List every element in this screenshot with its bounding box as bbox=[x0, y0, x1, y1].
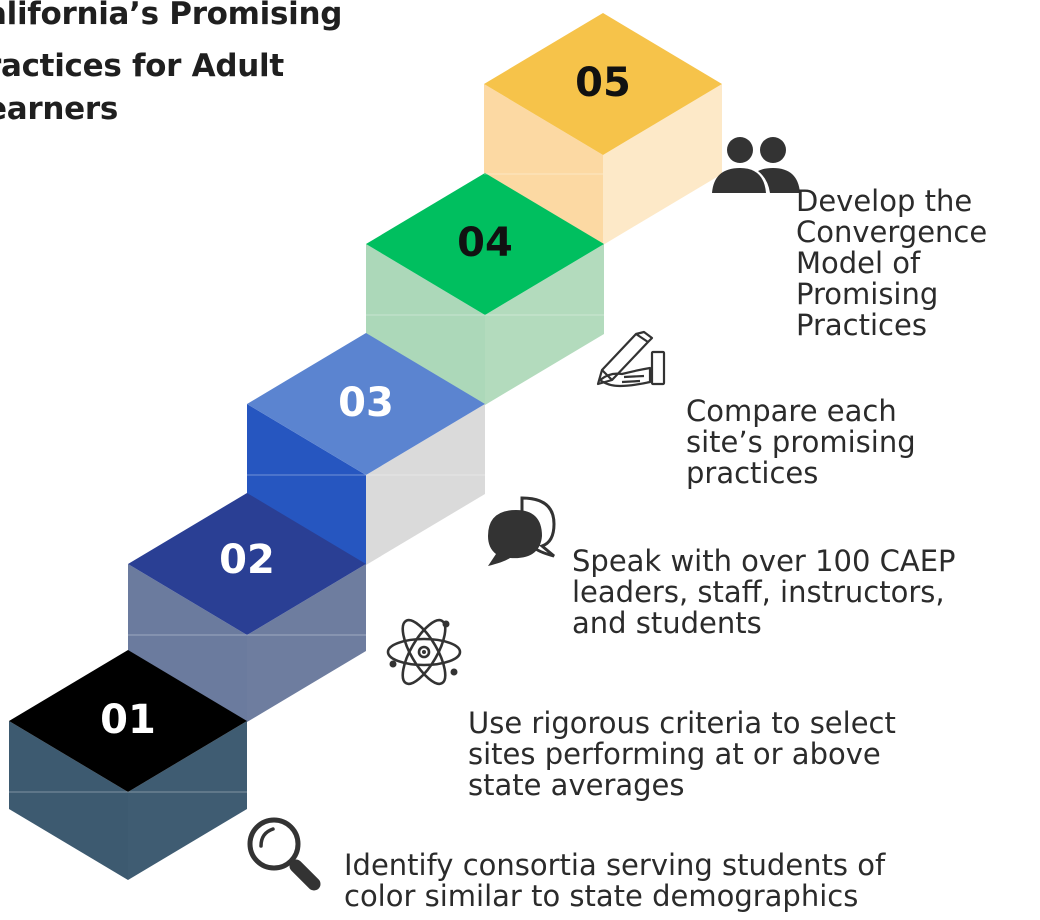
magnifier-icon bbox=[247, 817, 321, 891]
step-block-4 bbox=[366, 173, 604, 405]
step-block-5 bbox=[484, 13, 722, 245]
atom-icon bbox=[386, 618, 462, 686]
step-1-top bbox=[9, 650, 247, 792]
step-number-1: 01 bbox=[100, 697, 156, 743]
step-3-right bbox=[366, 404, 485, 565]
step-4-text-line-2: site’s promising bbox=[686, 425, 916, 459]
step-5-text-line-4: Promising bbox=[796, 277, 939, 311]
step-block-2 bbox=[128, 493, 366, 722]
title-line-3: earners bbox=[0, 91, 118, 127]
step-4-text: Compare each site’s promising practices bbox=[686, 396, 916, 489]
step-2-text-line-3: state averages bbox=[468, 768, 685, 802]
step-1-text-line-2: color similar to state demographics bbox=[344, 879, 859, 913]
chat-bubbles-icon bbox=[488, 496, 556, 566]
step-2-text: Use rigorous criteria to select sites pe… bbox=[468, 708, 896, 801]
step-4-top bbox=[366, 173, 604, 315]
step-number-5: 05 bbox=[575, 60, 631, 106]
hand-writing-icon bbox=[596, 330, 666, 388]
step-1-text: Identify consortia serving students of c… bbox=[344, 850, 885, 912]
title-line-2: ractices for Adult bbox=[0, 48, 284, 84]
step-4-front bbox=[366, 244, 485, 405]
step-3-text-line-2: leaders, staff, instructors, bbox=[572, 575, 945, 609]
step-2-front bbox=[128, 564, 247, 722]
step-number-3: 03 bbox=[338, 380, 394, 426]
step-4-text-line-3: practices bbox=[686, 456, 819, 490]
people-icon bbox=[712, 137, 800, 193]
face-seams bbox=[9, 173, 604, 793]
step-4-right bbox=[485, 244, 604, 405]
step-2-right bbox=[247, 564, 366, 722]
step-block-1 bbox=[9, 650, 247, 880]
step-5-text-line-3: Model of bbox=[796, 246, 921, 280]
step-3-text: Speak with over 100 CAEP leaders, staff,… bbox=[572, 546, 956, 639]
step-5-front bbox=[484, 84, 603, 245]
step-5-top bbox=[484, 13, 722, 155]
step-3-text-line-1: Speak with over 100 CAEP bbox=[572, 544, 956, 578]
step-1-text-line-1: Identify consortia serving students of bbox=[344, 848, 886, 882]
step-5-text: Develop the Convergence Model of Promisi… bbox=[796, 186, 987, 341]
step-3-text-line-3: and students bbox=[572, 606, 762, 640]
step-block-3 bbox=[247, 333, 485, 565]
step-4-text-line-1: Compare each bbox=[686, 394, 897, 428]
step-5-text-line-2: Convergence bbox=[796, 215, 988, 249]
title-line-1: alifornia’s Promising bbox=[0, 0, 343, 32]
step-2-text-line-2: sites performing at or above bbox=[468, 737, 881, 771]
step-3-front bbox=[247, 404, 366, 565]
step-1-front bbox=[9, 721, 128, 880]
step-1-right bbox=[128, 721, 247, 880]
step-5-text-line-1: Develop the bbox=[796, 184, 973, 218]
step-5-text-line-5: Practices bbox=[796, 308, 927, 342]
step-2-text-line-1: Use rigorous criteria to select bbox=[468, 706, 896, 740]
step-5-right bbox=[603, 84, 722, 245]
step-number-2: 02 bbox=[219, 537, 275, 583]
step-number-4: 04 bbox=[457, 220, 513, 266]
step-2-top bbox=[128, 493, 366, 635]
step-3-top bbox=[247, 333, 485, 475]
